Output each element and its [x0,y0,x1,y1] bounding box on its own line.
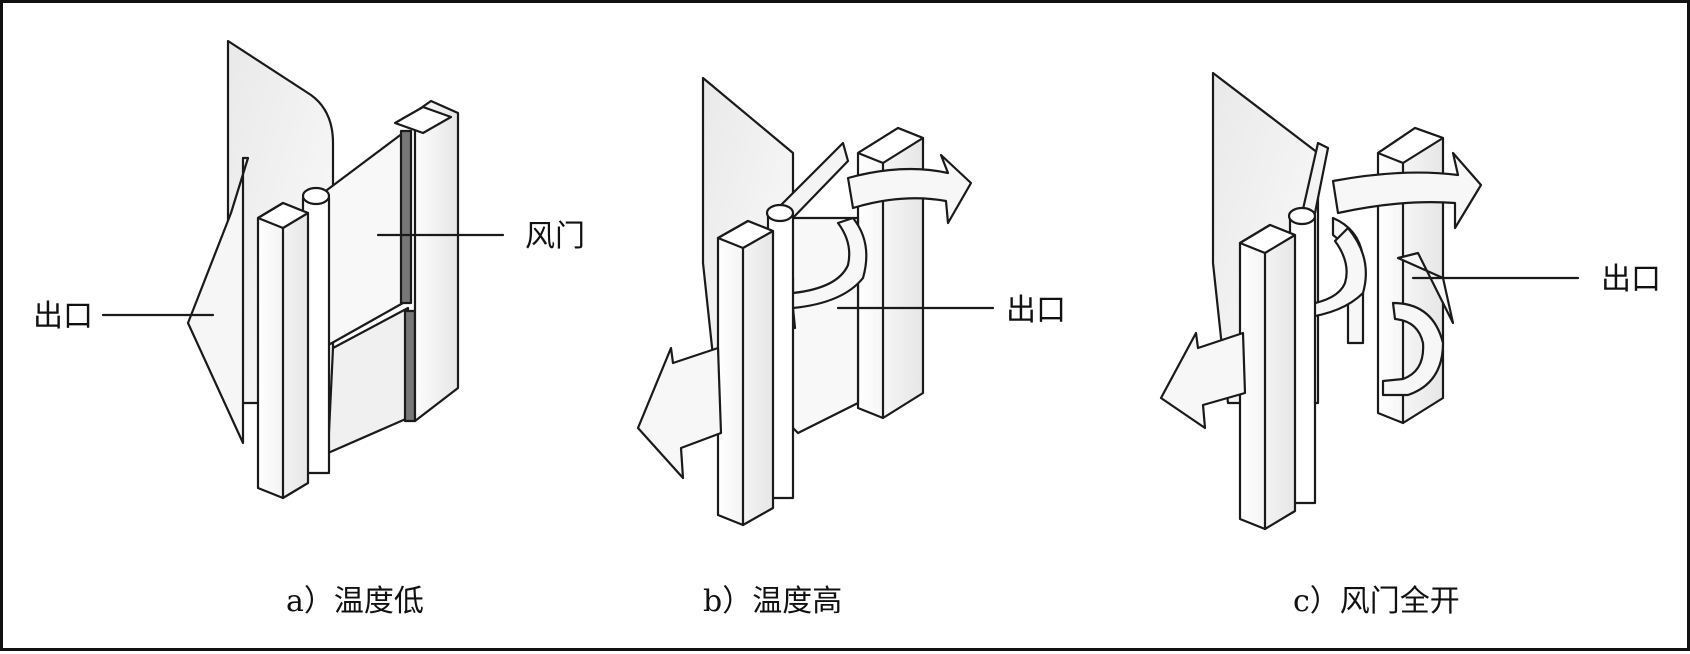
panel-b-drawing [636,76,995,527]
front-bar [1238,223,1297,531]
label-outlet-c: 出口 [1601,262,1661,297]
outlet-arrow-icon [186,156,250,445]
seal-strip-lower [403,309,417,423]
panel-c-drawing [1159,71,1580,531]
label-outlet-b: 出口 [1006,293,1066,328]
label-damper-a: 风门 [525,219,585,254]
outlet-arrow-icon [1159,331,1247,430]
label-outlet-a: 出口 [33,299,93,334]
flow-arrow-return-icon [1396,251,1455,325]
damper-flap [321,131,405,350]
caption-panel-c: c）风门全开 [1293,584,1460,619]
caption-panel-a: a）温度低 [286,584,424,619]
seal-strip [399,129,413,305]
panel-a-drawing [101,39,505,500]
front-bar [716,219,775,527]
right-post [409,99,460,423]
outlet-arrow-icon [636,346,723,480]
flow-arrow-top-icon [1331,151,1483,230]
valve-diagram: 出口 风门 出口 出口 a）温度低 b）温度高 c）风门全开 [33,39,1661,619]
caption-panel-b: b）温度高 [703,584,842,619]
flow-arrow-top-icon [846,153,973,225]
